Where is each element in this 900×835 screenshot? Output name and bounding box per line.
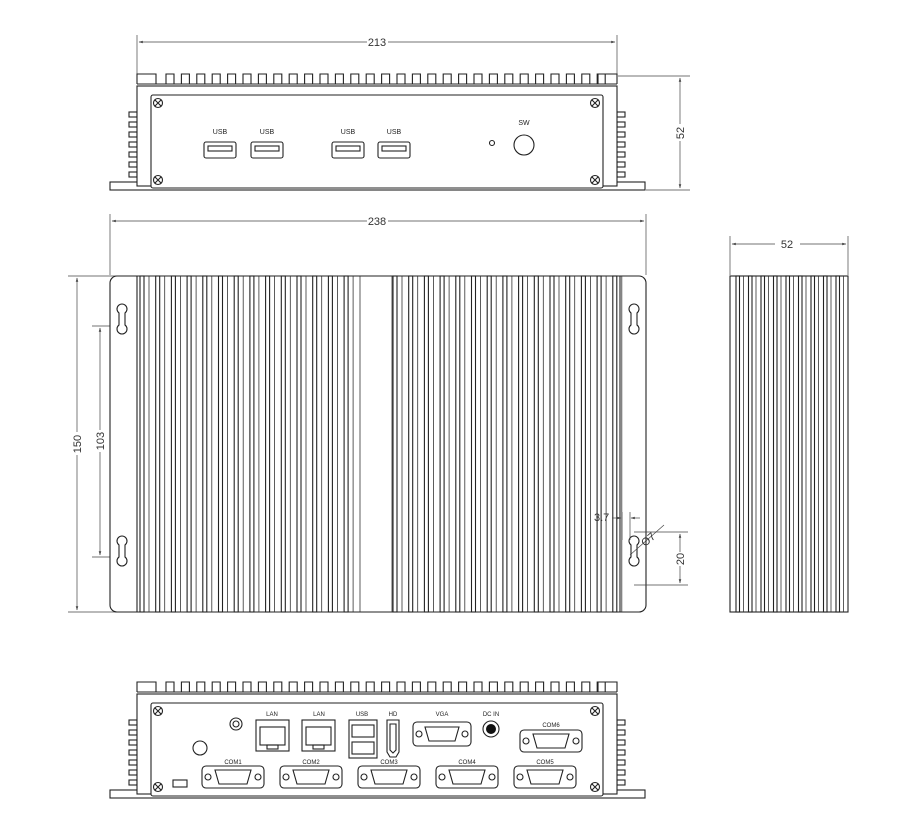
side-fins [735,275,844,613]
mounting-slots [116,303,640,567]
front-usb-ports: USB USB USB USB [203,129,411,159]
usb-port-1 [203,141,237,159]
dim-top-width-label: 238 [368,216,386,228]
com-label-5: COM5 [536,760,554,766]
dim-side-width: 52 [729,236,849,275]
com-label-6: COM6 [542,723,560,729]
com-label-4: COM4 [458,760,476,766]
com-label-2: COM2 [302,760,320,766]
usb-port-2 [250,141,284,159]
reset-button [172,779,188,788]
com-port-4: COM4 [435,760,499,789]
hdmi-port: HD [386,712,400,758]
antenna-port [229,717,243,731]
com-ports: COM6 COM1 COM2 COM3 [201,723,583,789]
rear-view: LAN LAN USB HD [109,681,646,799]
slot-top-left [116,303,128,335]
usb-port-4 [377,141,411,159]
front-panel [150,94,604,189]
rear-usb-port: USB [348,712,378,759]
com-label-1: COM1 [224,760,242,766]
dim-front-width: 213 [136,35,618,78]
front-usb-label-2: USB [260,129,275,136]
ground-post [192,740,208,756]
com-port-6: COM6 [519,723,583,753]
dim-top-height: 150 [68,275,118,613]
dim-slot-offset-label: 3.7 [594,512,609,524]
dim-hole-spacing-label: 103 [95,432,107,450]
hdmi-label: HD [389,712,398,718]
rear-screws [152,705,601,793]
power-switch [513,134,535,156]
com-port-3: COM3 [357,760,421,789]
slot-top-right [628,303,640,335]
dim-front-height: 52 [618,75,690,191]
slot-bottom-left [116,535,128,567]
rear-misc [172,717,243,788]
rear-usb-label: USB [356,712,368,718]
top-fins [136,275,623,613]
dim-slot-length-label: 20 [675,553,687,565]
com-port-2: COM2 [279,760,343,789]
front-usb-label-4: USB [387,129,402,136]
dc-in-port: DC IN [482,712,500,738]
dim-front-height-label: 52 [675,127,687,139]
dcin-label: DC IN [483,712,499,718]
dim-front-width-label: 213 [368,37,386,49]
com-port-1: COM1 [201,760,265,789]
com-label-3: COM3 [380,760,398,766]
com-port-5: COM5 [513,760,577,789]
front-usb-label-3: USB [341,129,356,136]
front-usb-label-1: USB [213,129,228,136]
lan-label-1: LAN [266,712,278,718]
usb-port-3 [331,141,365,159]
vga-label: VGA [436,712,449,718]
front-top-fins [136,73,618,85]
power-led [488,139,496,147]
dim-top-width: 238 [109,214,647,275]
front-view: 213 52 USB USB USB [109,35,690,191]
dim-hole-spacing: 103 [92,325,120,558]
lan-label-2: LAN [313,712,325,718]
switch-label: SW [518,120,530,127]
dim-top-height-label: 150 [72,435,84,453]
side-view: 52 [729,236,849,613]
lan-port-1 [255,719,290,752]
lan-ports: LAN LAN [255,712,336,752]
lan-port-2 [301,719,336,752]
rear-top-fins [136,681,618,693]
vga-port: VGA [412,712,472,747]
top-view: 238 150 103 [68,214,688,613]
dim-side-width-label: 52 [781,239,793,251]
front-screws [152,97,601,186]
slot-bottom-right [628,535,640,567]
